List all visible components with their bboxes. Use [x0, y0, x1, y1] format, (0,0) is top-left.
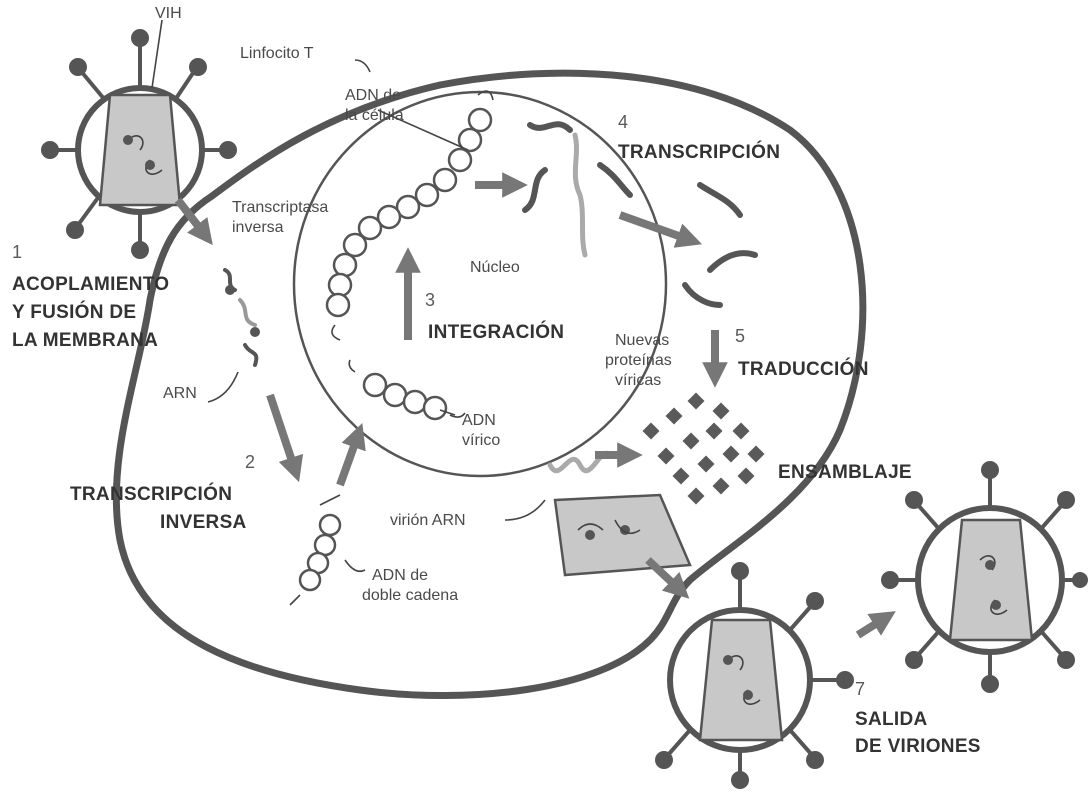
label-ensamblaje: ENSAMBLAJE: [778, 462, 912, 483]
label-arn: ARN: [163, 385, 197, 402]
label-transcripcion-inversa-2: INVERSA: [160, 512, 247, 533]
label-nuevas-2: proteínas: [605, 352, 672, 369]
label-adn-virico-2: vírico: [462, 432, 500, 449]
label-acoplamiento-1: ACOPLAMIENTO: [12, 274, 169, 295]
viral-proteins: [643, 393, 765, 505]
process-arrows: [178, 185, 885, 635]
label-adn-virico-1: ADN: [462, 412, 496, 429]
label-adn-celula-1: ADN de: [345, 87, 401, 104]
label-virion-arn: virión ARN: [390, 512, 466, 529]
label-transcripcion: TRANSCRIPCIÓN: [618, 141, 780, 163]
hiv-virion-released: [883, 463, 1086, 691]
label-vih: VIH: [155, 5, 182, 22]
label-transcriptasa-2: inversa: [232, 219, 284, 236]
label-nuevas-3: víricas: [615, 372, 661, 389]
label-acoplamiento-3: LA MEMBRANA: [12, 330, 158, 351]
label-salida-2: DE VIRIONES: [855, 736, 981, 757]
step-number-5: 5: [735, 326, 745, 346]
label-adn-celula-2: la célula: [345, 107, 404, 124]
label-traduccion: TRADUCCIÓN: [738, 358, 869, 380]
double-strand-dna: [300, 515, 340, 590]
label-acoplamiento-2: Y FUSIÓN DE: [12, 301, 136, 323]
step-number-2: 2: [245, 452, 255, 472]
step-number-1: 1: [12, 242, 22, 262]
assembling-capsid: [555, 495, 690, 575]
label-nucleo: Núcleo: [470, 259, 520, 276]
label-integracion: INTEGRACIÓN: [428, 321, 564, 343]
step-number-4: 4: [618, 112, 628, 132]
label-linfocito-t: Linfocito T: [240, 45, 314, 62]
label-transcripcion-inversa-1: TRANSCRIPCIÓN: [70, 483, 232, 505]
label-adn-doble-2: doble cadena: [362, 587, 458, 604]
hiv-virion-budding: [657, 564, 852, 787]
hiv-virion-entering: [43, 31, 235, 257]
label-transcriptasa-1: Transcriptasa: [232, 199, 328, 216]
viral-dna-helix: [364, 374, 446, 419]
lymphocyte-membrane: [116, 73, 863, 695]
label-salida-1: SALIDA: [855, 709, 928, 730]
label-nuevas-1: Nuevas: [615, 332, 669, 349]
label-adn-doble-1: ADN de: [372, 567, 428, 584]
step-number-7: 7: [855, 679, 865, 699]
step-number-3: 3: [425, 290, 435, 310]
